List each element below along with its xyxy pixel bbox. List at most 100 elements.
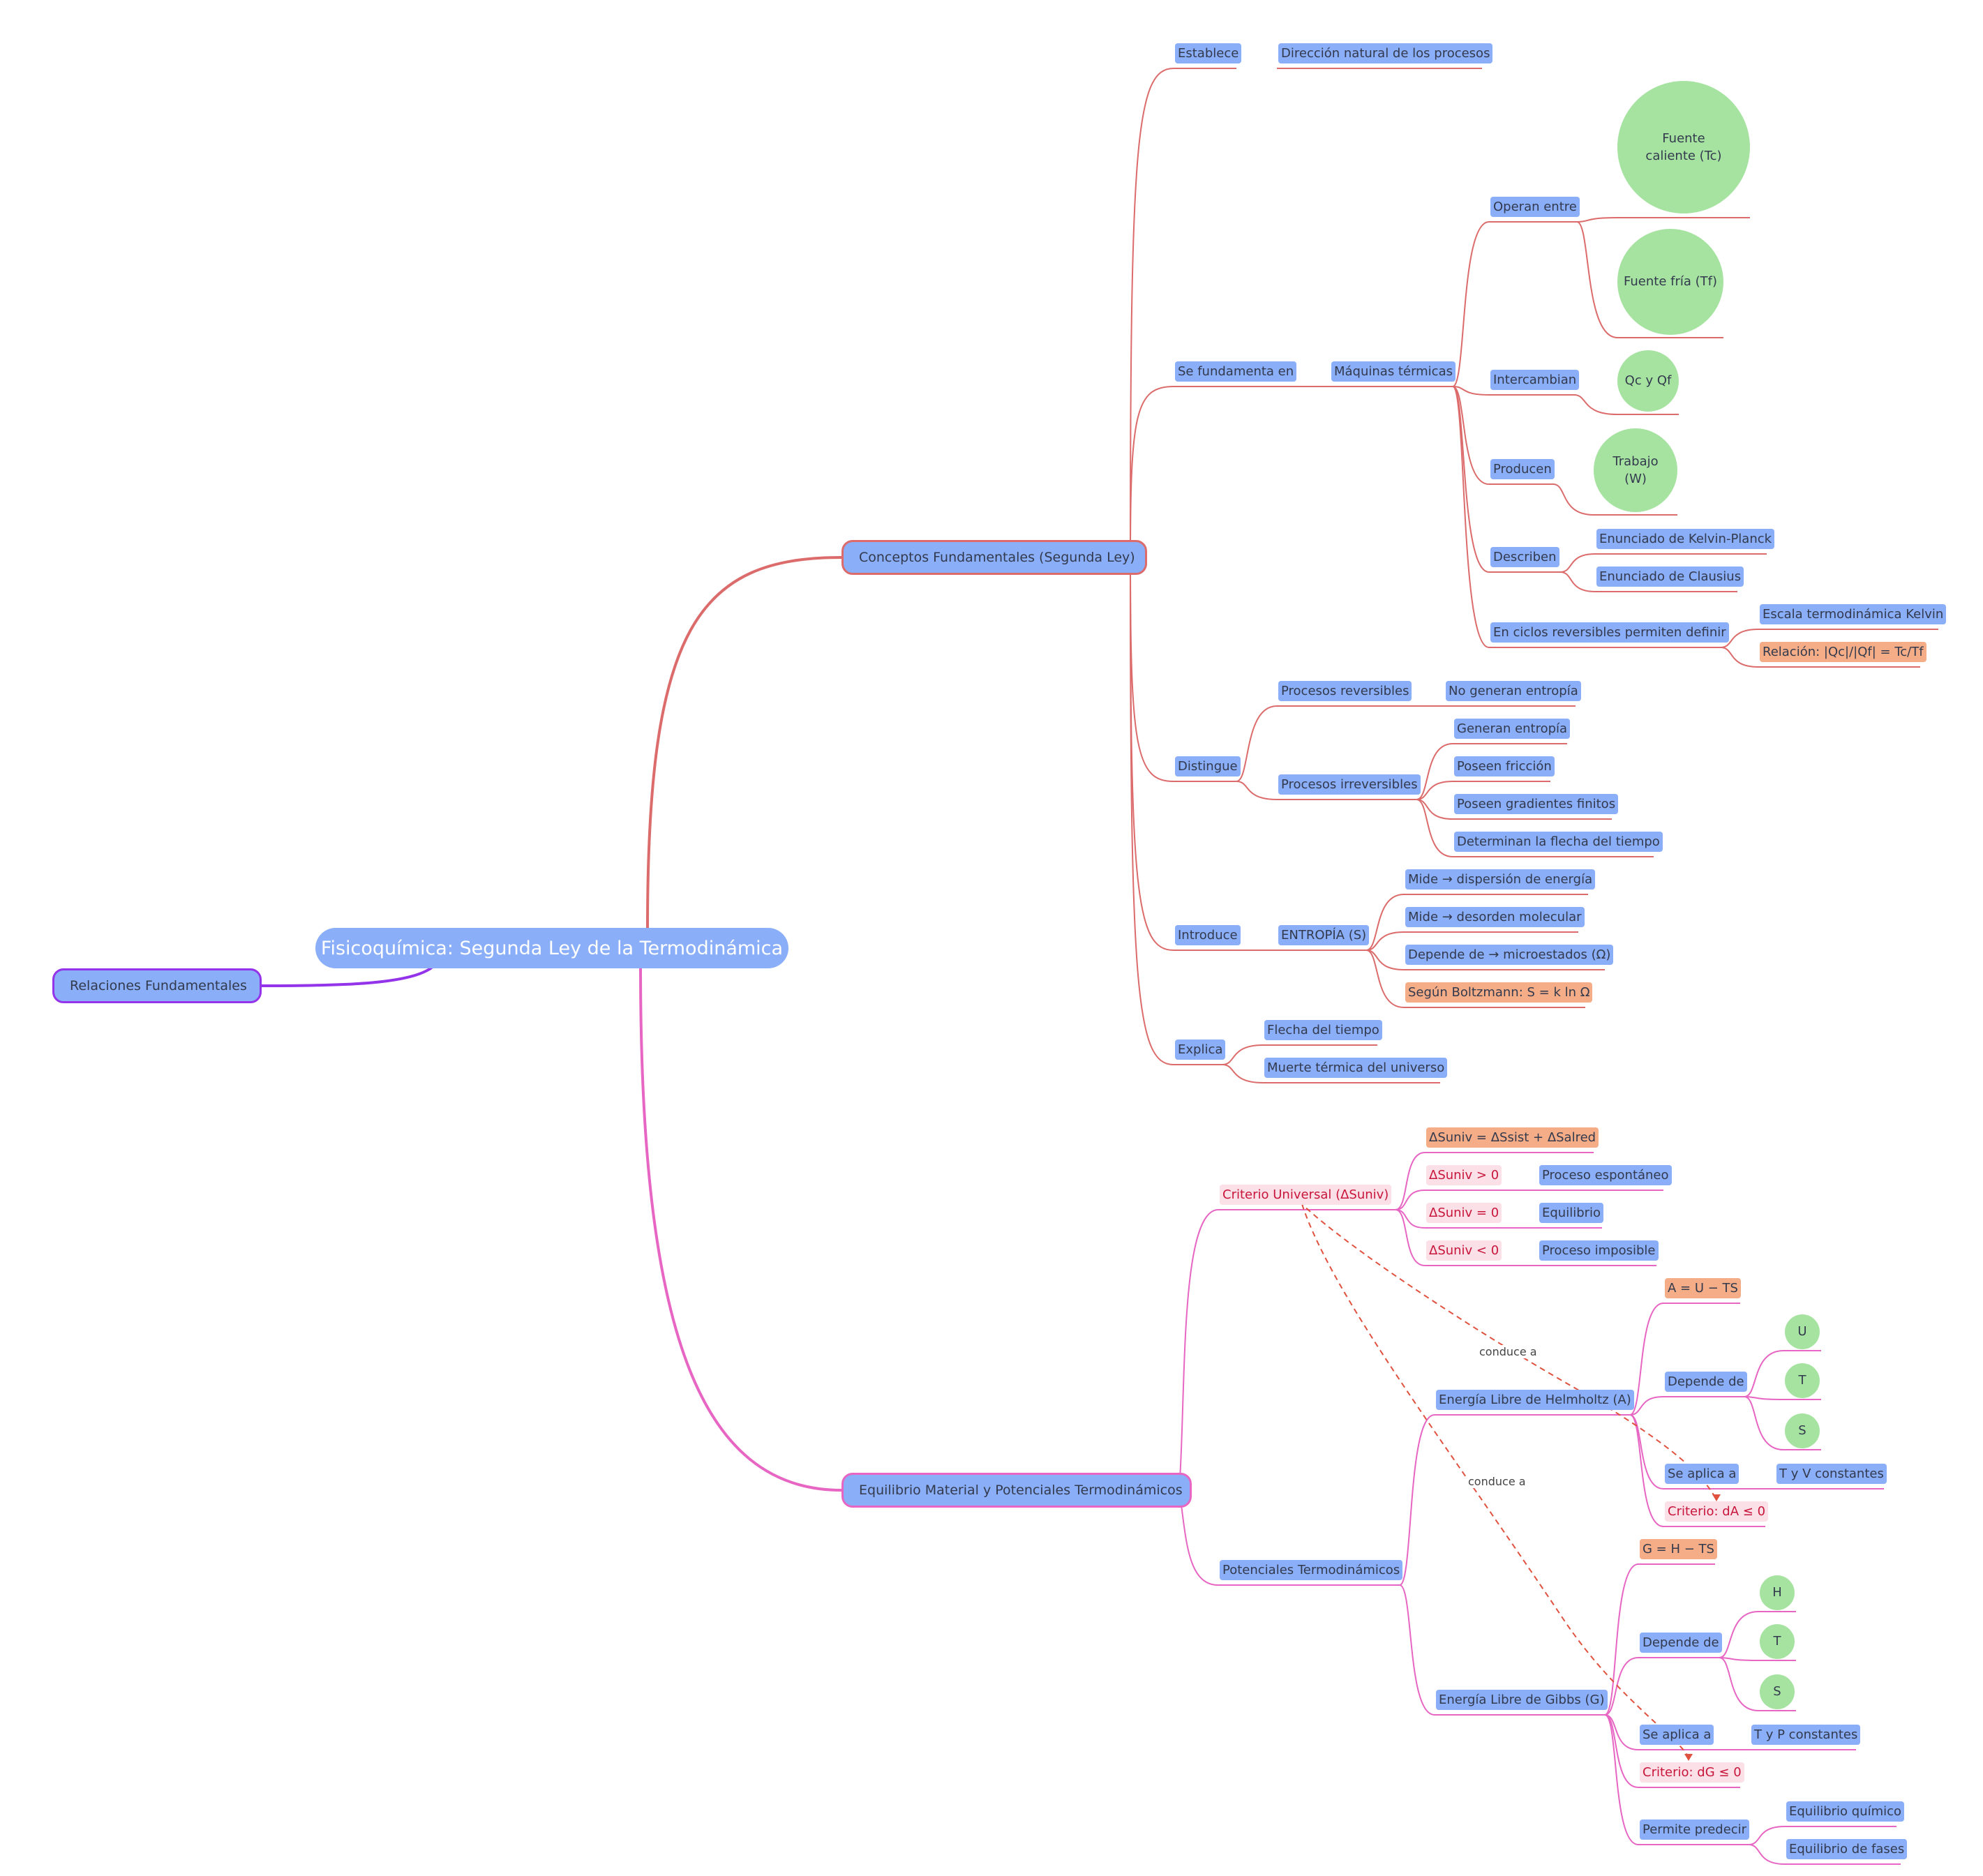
qc-qf-node[interactable]: Qc y Qf	[1617, 350, 1679, 412]
gradientes-node[interactable]: Poseen gradientes finitos	[1454, 794, 1619, 814]
criterio-universal-node[interactable]: Criterio Universal (ΔSuniv)	[1220, 1185, 1392, 1205]
equilibrio-node[interactable]: Equilibrio Material y Potenciales Termod…	[841, 1473, 1192, 1508]
mide-dispersion-node[interactable]: Mide → dispersión de energía	[1405, 869, 1596, 890]
reversibles-node[interactable]: Procesos reversibles	[1278, 681, 1412, 701]
edge-a-u	[1744, 1350, 1821, 1397]
a-u-node[interactable]: U	[1785, 1314, 1820, 1349]
a-depende-node[interactable]: Depende de	[1665, 1372, 1747, 1392]
entropia-node[interactable]: ENTROPÍA (S)	[1278, 925, 1370, 945]
muerte-node[interactable]: Muerte térmica del universo	[1264, 1058, 1448, 1078]
g-depende-node[interactable]: Depende de	[1640, 1633, 1722, 1653]
a-tv-node[interactable]: T y V constantes	[1776, 1464, 1887, 1484]
introduce-node[interactable]: Introduce	[1175, 925, 1241, 945]
flecha-node[interactable]: Flecha del tiempo	[1264, 1020, 1382, 1040]
edge-depende-micro	[1365, 950, 1605, 970]
se-fundamenta-node[interactable]: Se fundamenta en	[1175, 361, 1297, 382]
suniv-gt0-node[interactable]: ΔSuniv > 0	[1426, 1165, 1502, 1185]
ciclos-node[interactable]: En ciclos reversibles permiten definir	[1490, 622, 1729, 643]
flecha-det-node[interactable]: Determinan la flecha del tiempo	[1454, 832, 1663, 852]
g-s-node[interactable]: S	[1760, 1674, 1795, 1709]
edge-helmholtz	[1399, 1414, 1630, 1586]
explica-node[interactable]: Explica	[1175, 1040, 1226, 1060]
g-criterio-node[interactable]: Criterio: dG ≤ 0	[1640, 1762, 1744, 1783]
eq-fases-node[interactable]: Equilibrio de fases	[1786, 1839, 1908, 1859]
depende-micro-node[interactable]: Depende de → microestados (Ω)	[1405, 945, 1614, 965]
edge-gibbs	[1399, 1584, 1605, 1716]
describen-node[interactable]: Describen	[1490, 547, 1559, 567]
eq-quimico-node[interactable]: Equilibrio químico	[1786, 1801, 1905, 1822]
edge-se-fundamenta	[1130, 386, 1292, 559]
edge-eq0	[1395, 1209, 1496, 1229]
operan-entre-node[interactable]: Operan entre	[1490, 197, 1580, 217]
edge-friccion	[1416, 781, 1550, 800]
irreversibles-node[interactable]: Procesos irreversibles	[1278, 774, 1421, 795]
direccion-node[interactable]: Dirección natural de los procesos	[1278, 43, 1493, 63]
a-aplica-node[interactable]: Se aplica a	[1665, 1464, 1739, 1484]
fuente-fria-node[interactable]: Fuente fría (Tf)	[1617, 229, 1723, 335]
edge-escala	[1720, 629, 1938, 648]
espontaneo-node[interactable]: Proceso espontáneo	[1539, 1165, 1672, 1185]
distingue-node[interactable]: Distingue	[1175, 756, 1241, 776]
suniv-sum-node[interactable]: ΔSuniv = ΔSsist + ΔSalred	[1426, 1127, 1599, 1148]
edge-a-s	[1744, 1396, 1821, 1450]
permite-node[interactable]: Permite predecir	[1640, 1819, 1750, 1840]
kelvin-planck-node[interactable]: Enunciado de Kelvin-Planck	[1596, 529, 1775, 549]
equilibrio-result-node[interactable]: Equilibrio	[1539, 1203, 1604, 1223]
suniv-eq0-node[interactable]: ΔSuniv = 0	[1426, 1203, 1502, 1223]
conceptos-node[interactable]: Conceptos Fundamentales (Segunda Ley)	[841, 540, 1147, 575]
edge-gt0	[1395, 1190, 1496, 1210]
generan-node[interactable]: Generan entropía	[1454, 719, 1571, 739]
edge-fuente-fria	[1576, 221, 1723, 338]
maquinas-node[interactable]: Máquinas térmicas	[1331, 361, 1456, 382]
conduce-a-label-helmholtz: conduce a	[1478, 1345, 1539, 1358]
edge-operan	[1452, 221, 1577, 387]
edge-distingue	[1130, 557, 1236, 782]
edge-mide-desorden	[1365, 931, 1578, 951]
boltzmann-node[interactable]: Según Boltzmann: S = k ln Ω	[1405, 982, 1593, 1003]
g-aplica-node[interactable]: Se aplica a	[1640, 1725, 1714, 1745]
mide-desorden-node[interactable]: Mide → desorden molecular	[1405, 907, 1585, 927]
a-s-node[interactable]: S	[1785, 1413, 1820, 1448]
relacion-node[interactable]: Relación: |Qc|/|Qf| = Tc/Tf	[1760, 642, 1926, 662]
edge-trabajo	[1552, 483, 1677, 516]
arrowhead-gibbs	[1684, 1754, 1693, 1761]
relaciones-node[interactable]: Relaciones Fundamentales	[52, 968, 262, 1003]
g-tp-node[interactable]: T y P constantes	[1751, 1725, 1861, 1745]
clausius-node[interactable]: Enunciado de Clausius	[1596, 566, 1744, 587]
friccion-node[interactable]: Poseen fricción	[1454, 756, 1555, 776]
edge-irreversibles	[1236, 781, 1416, 800]
suniv-lt0-node[interactable]: ΔSuniv < 0	[1426, 1240, 1502, 1261]
edge-suniv-sum	[1395, 1152, 1594, 1210]
edge-g-t	[1719, 1657, 1796, 1661]
conduce-a-label-gibbs: conduce a	[1467, 1475, 1527, 1488]
establece-node[interactable]: Establece	[1175, 43, 1242, 63]
helmholtz-node[interactable]: Energía Libre de Helmholtz (A)	[1436, 1390, 1634, 1410]
g-h-node[interactable]: H	[1760, 1575, 1795, 1610]
edge-eq-quimico	[1748, 1826, 1896, 1845]
trabajo-node[interactable]: Trabajo (W)	[1594, 428, 1677, 512]
edge-boltzmann	[1365, 950, 1585, 1008]
escala-node[interactable]: Escala termodinámica Kelvin	[1760, 604, 1947, 624]
a-t-node[interactable]: T	[1785, 1363, 1820, 1398]
no-generan-node[interactable]: No generan entropía	[1446, 681, 1581, 701]
potenciales-node[interactable]: Potenciales Termodinámicos	[1220, 1560, 1403, 1580]
root-node[interactable]: Fisicoquímica: Segunda Ley de la Termodi…	[315, 928, 788, 968]
edge-generan	[1416, 743, 1567, 800]
g-t-node[interactable]: T	[1760, 1624, 1795, 1659]
edge-g-aplica	[1604, 1714, 1712, 1750]
fuente-caliente-node[interactable]: Fuente caliente (Tc)	[1617, 81, 1750, 213]
intercambian-node[interactable]: Intercambian	[1490, 370, 1580, 390]
gibbs-node[interactable]: Energía Libre de Gibbs (G)	[1436, 1690, 1608, 1710]
edge-permite	[1604, 1714, 1749, 1845]
edge-lt0	[1395, 1209, 1496, 1266]
g-def-node[interactable]: G = H − TS	[1640, 1539, 1717, 1559]
a-def-node[interactable]: A = U − TS	[1665, 1278, 1741, 1298]
edge-g-depende	[1604, 1657, 1719, 1716]
edge-eq-fases	[1748, 1844, 1901, 1865]
a-criterio-node[interactable]: Criterio: dA ≤ 0	[1665, 1501, 1769, 1522]
producen-node[interactable]: Producen	[1490, 459, 1555, 479]
imposible-node[interactable]: Proceso imposible	[1539, 1240, 1659, 1261]
edge-ciclos	[1452, 386, 1721, 648]
arrowhead-helmholtz	[1712, 1494, 1721, 1501]
